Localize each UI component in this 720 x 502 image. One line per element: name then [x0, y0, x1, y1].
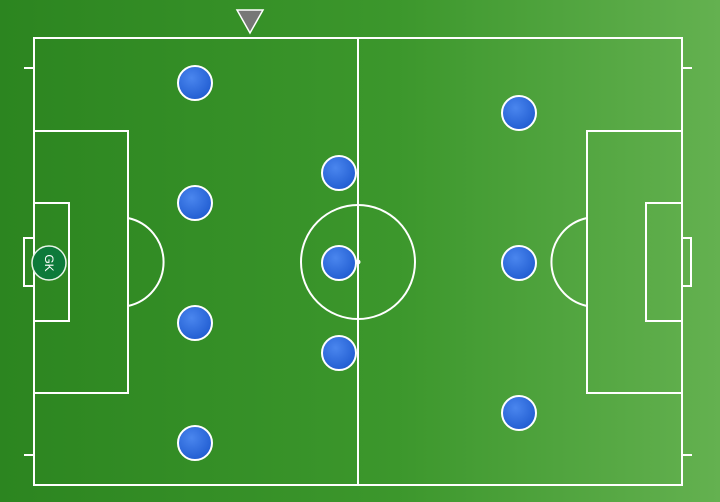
right-penalty-arc — [550, 217, 588, 307]
player-5[interactable] — [321, 155, 357, 191]
position-marker-icon[interactable] — [235, 9, 265, 35]
players-layer — [177, 65, 537, 461]
right-goal — [681, 237, 692, 287]
goalkeeper-token[interactable] — [31, 245, 67, 281]
player-1[interactable] — [177, 65, 213, 101]
player-3[interactable] — [177, 305, 213, 341]
center-circle — [300, 204, 416, 320]
left-penalty-arc — [127, 217, 165, 307]
goalkeeper[interactable]: GK — [31, 245, 67, 281]
player-8[interactable] — [501, 95, 537, 131]
player-2[interactable] — [177, 185, 213, 221]
player-9[interactable] — [501, 245, 537, 281]
goalkeeper-label: GK — [42, 254, 56, 271]
player-10[interactable] — [501, 395, 537, 431]
player-7[interactable] — [321, 335, 357, 371]
player-4[interactable] — [177, 425, 213, 461]
player-6[interactable] — [321, 245, 357, 281]
